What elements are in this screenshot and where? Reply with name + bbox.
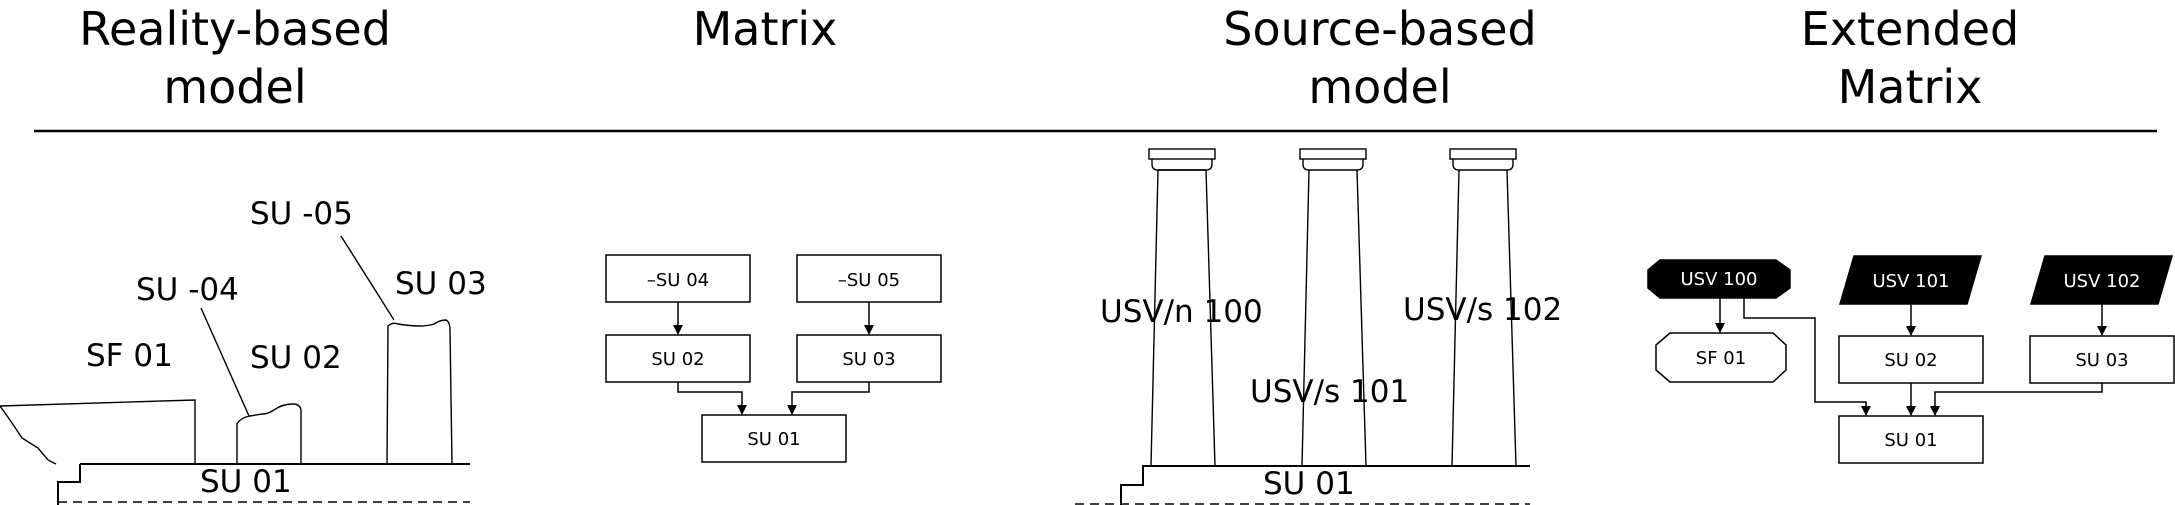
heading-matrix: Matrix (692, 2, 838, 56)
em-node-su01-box (1838, 415, 1984, 464)
em-node-su02: SU 02 (1884, 350, 1937, 371)
em-node-usv101: USV 101 (1873, 271, 1950, 292)
label-su-02: SU 02 (250, 340, 342, 376)
extended-matrix-edges (1715, 298, 2107, 416)
heading-reality-based-model: Reality-based model (79, 2, 391, 114)
label-usv-s-101: USV/s 101 (1250, 374, 1409, 410)
su02-wall-remnant (236, 403, 302, 464)
column-2 (1299, 148, 1367, 467)
matrix-node-su02: SU 02 (651, 349, 704, 370)
em-node-su03: SU 03 (2075, 350, 2128, 371)
source-based-model (1075, 148, 1530, 505)
em-node-usv100-shape (1647, 259, 1791, 299)
em-node-usv102: USV 102 (2064, 271, 2141, 292)
reality-based-model (0, 235, 470, 505)
matrix-node-su05: –SU 05 (838, 270, 900, 291)
label-sf-01: SF 01 (86, 338, 173, 374)
column-1 (1148, 148, 1216, 467)
em-node-usv101-shape (1839, 255, 1982, 305)
em-node-sf01: SF 01 (1696, 348, 1746, 369)
matrix-node-su03: SU 03 (842, 349, 895, 370)
label-su-03: SU 03 (395, 266, 487, 302)
heading-source-based-model: Source-based model (1223, 2, 1537, 114)
em-edge-usv100-su01 (1743, 298, 1871, 416)
em-node-su01: SU 01 (1884, 430, 1937, 451)
label-su-04: SU -04 (136, 272, 239, 308)
em-node-sf01-shape (1655, 332, 1787, 383)
source-ground-step (1120, 465, 1148, 505)
matrix-diagram (605, 254, 942, 463)
em-edge-su03-su01 (1930, 383, 2103, 416)
sf01-ruin-shape (0, 399, 196, 465)
matrix-edge-su02-su01 (677, 382, 747, 415)
column-3 (1449, 148, 1517, 467)
label-su-05: SU -05 (250, 196, 353, 232)
label-su-01-source: SU 01 (1263, 466, 1355, 502)
label-su-01: SU 01 (200, 464, 292, 500)
em-node-usv100: USV 100 (1681, 269, 1758, 290)
leader-line-su05 (340, 235, 395, 321)
em-node-usv102-shape (2030, 255, 2173, 305)
leader-line-su04 (200, 307, 250, 417)
em-node-su02-box (1838, 335, 1984, 384)
label-usv-n-100: USV/n 100 (1100, 294, 1263, 330)
matrix-node-su01-box (701, 414, 847, 463)
em-node-su03-box (2029, 335, 2175, 384)
extended-matrix-diagram (1647, 255, 2175, 464)
su03-column-remnant (386, 319, 453, 465)
label-usv-s-102: USV/s 102 (1403, 292, 1562, 328)
matrix-node-su04: –SU 04 (647, 270, 709, 291)
ground-step (57, 464, 81, 505)
heading-extended-matrix: Extended Matrix (1800, 2, 2020, 114)
matrix-edge-su03-su01 (787, 382, 870, 415)
matrix-node-su01: SU 01 (747, 429, 800, 450)
